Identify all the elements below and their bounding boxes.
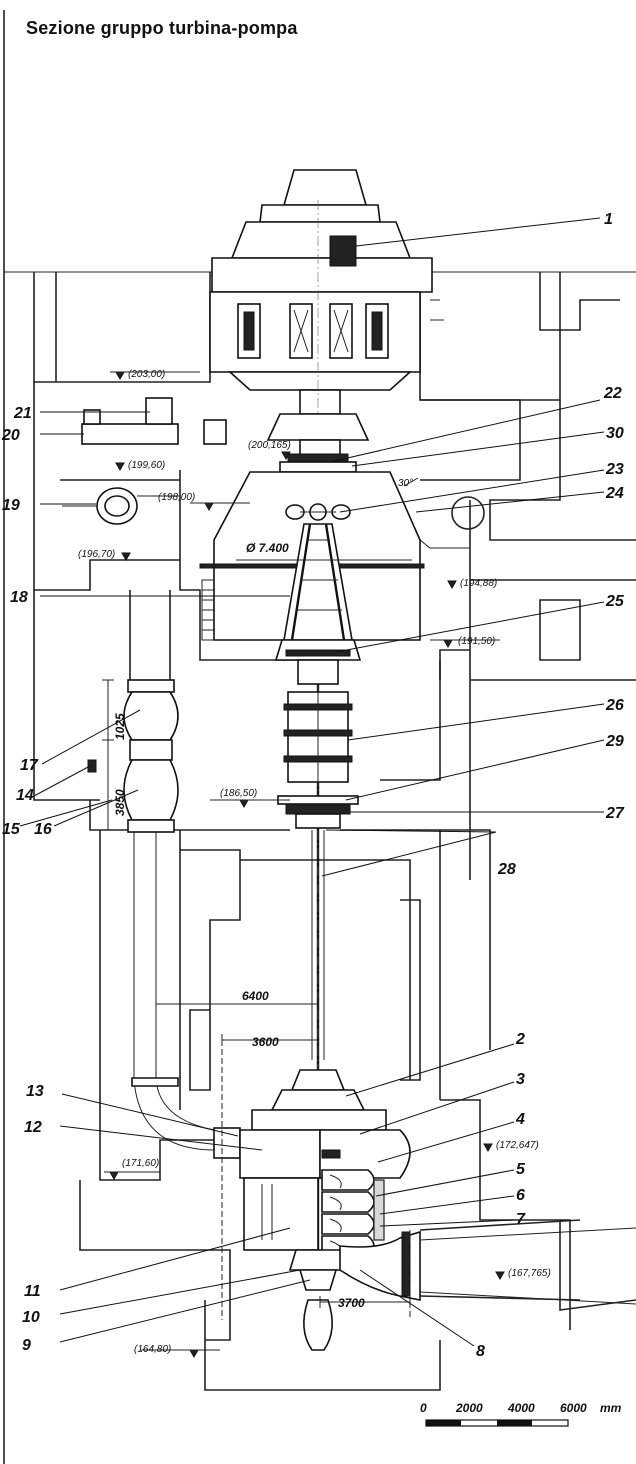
part-label-25: 25	[605, 593, 625, 610]
scale-unit: mm	[600, 1401, 622, 1415]
bypass-valve	[87, 679, 179, 833]
part-label-22: 22	[603, 385, 622, 402]
clutch-coupling	[277, 659, 359, 829]
elevation-171: (171,60)	[122, 1158, 159, 1169]
part-label-27: 27	[605, 805, 625, 822]
dimension-texts: Ø 7.400 30° 1025 3850 6400 3600 3700	[113, 478, 413, 1310]
scale-bar: 0 2000 4000 6000 mm	[420, 1401, 622, 1427]
oil-unit	[81, 397, 227, 445]
dim-1025: 1025	[113, 713, 127, 740]
pump-turbine-assembly	[213, 1069, 636, 1351]
draft-cone	[303, 1299, 333, 1351]
dim-3850: 3850	[113, 789, 127, 816]
part-label-28: 28	[497, 861, 516, 878]
part-label-10: 10	[22, 1309, 40, 1326]
elevation-191: (191,50)	[458, 636, 495, 647]
elevation-200: (200,165)	[248, 440, 291, 451]
part-label-7: 7	[516, 1211, 526, 1228]
dimension-lines	[102, 477, 419, 1320]
part-label-12: 12	[24, 1119, 42, 1136]
part-label-6: 6	[516, 1187, 525, 1204]
part-label-4: 4	[515, 1111, 525, 1128]
part-label-30: 30	[606, 425, 624, 442]
elevation-167: (167,765)	[508, 1268, 551, 1279]
part-label-16: 16	[34, 821, 52, 838]
part-label-8: 8	[476, 1343, 485, 1360]
exciter	[329, 235, 357, 267]
scale-4000: 4000	[507, 1401, 535, 1415]
part-label-21: 21	[13, 405, 32, 422]
part-label-14: 14	[16, 787, 34, 804]
part-label-20: 20	[1, 427, 20, 444]
elevation-194: (194,88)	[460, 578, 497, 589]
part-label-9: 9	[22, 1337, 31, 1354]
part-label-5: 5	[516, 1161, 526, 1178]
part-label-26: 26	[605, 697, 624, 714]
diameter-label: Ø 7.400	[246, 541, 289, 555]
part-label-13: 13	[26, 1083, 44, 1100]
part-label-11: 11	[24, 1283, 41, 1300]
upper-chamber	[199, 471, 425, 661]
part-label-15: 15	[2, 821, 21, 838]
elevation-203: (203,00)	[128, 369, 165, 380]
part-label-24: 24	[605, 485, 624, 502]
elevation-186: (186,50)	[220, 788, 257, 799]
part-label-2: 2	[515, 1031, 525, 1048]
pump-stages	[321, 1169, 375, 1257]
part-label-18: 18	[10, 589, 28, 606]
part-label-1: 1	[604, 211, 613, 228]
part-label-23: 23	[605, 461, 624, 478]
angle-label: 30°	[398, 478, 413, 489]
bearing-housing-30	[279, 453, 357, 473]
elevation-164: (164,80)	[134, 1344, 171, 1355]
stator-coils	[237, 303, 389, 359]
generator	[209, 169, 444, 415]
part-label-29: 29	[605, 733, 624, 750]
elevation-markers	[104, 371, 505, 1359]
part-label-17: 17	[20, 757, 39, 774]
leader-lines	[19, 217, 605, 1347]
scale-2000: 2000	[455, 1401, 483, 1415]
elevation-texts: (203,00) (200,165) (199,60) (198,00) (19…	[78, 369, 551, 1355]
drawing-title: Sezione gruppo turbina-pompa	[26, 18, 298, 38]
part-label-3: 3	[516, 1071, 525, 1088]
part-label-19: 19	[2, 497, 20, 514]
scale-0: 0	[420, 1401, 427, 1415]
dim-3600: 3600	[252, 1035, 279, 1049]
spiral-valve-19	[62, 487, 181, 560]
scale-6000: 6000	[560, 1401, 587, 1415]
elevation-172: (172,647)	[496, 1140, 539, 1151]
powerhouse-structure	[3, 10, 636, 1464]
window-circle	[451, 496, 485, 530]
dim-6400: 6400	[242, 989, 269, 1003]
elevation-199: (199,60)	[128, 460, 165, 471]
elevation-198: (198,00)	[158, 492, 195, 503]
dim-3700: 3700	[338, 1296, 365, 1310]
elevation-196: (196,70)	[78, 549, 115, 560]
part-number-labels: 1 22 30 23 24 25 26 29 27 28 2 3 4 5 6 7…	[1, 211, 625, 1360]
